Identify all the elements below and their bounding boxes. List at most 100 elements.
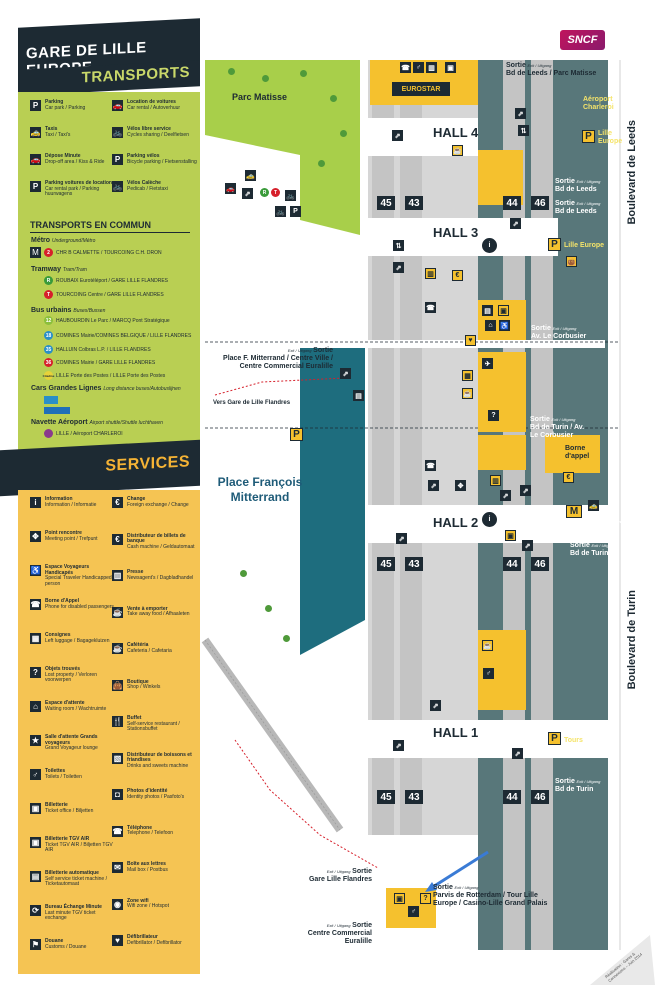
lift-icon: ⇅ [518,125,529,136]
platform-44: 44 [503,196,521,210]
escalator-icon: ⇗ [393,740,404,751]
luggage-icon: ▦ [462,370,473,381]
sncf-logo: SNCF [560,30,605,50]
blvd-turin-label: Boulevard de Turin [626,590,638,690]
parking-icon: P [548,732,561,745]
phone-icon: ☎ [425,302,436,313]
place-label: Place François Mitterrand [217,475,303,504]
legend-panel: GARE DE LILLE EUROPE TRANSPORTS PParking… [0,0,200,999]
coffee-icon: ☕ [482,640,493,651]
toilets-icon: ♂ [483,668,494,679]
phone-icon: ☎ [425,460,436,471]
platform-46: 46 [531,790,549,804]
service-icon: ⟳ [30,905,41,916]
ticket-machine-icon: ▤ [482,305,493,316]
service-icon: ? [30,667,41,678]
service-icon: € [112,497,123,508]
tree-icon [283,635,290,642]
platform-45: 45 [377,790,395,804]
newsstand-icon: ▥ [490,475,501,486]
shuttle-label: Navette Aéroport Airport shuttle/Shuttle… [31,419,163,426]
stairs-icon: ▤ [353,390,364,401]
borne-appel-label: Borne d'appel [565,445,590,460]
service-icon: ⚑ [30,939,41,950]
metro-icon: M [566,505,582,518]
car-icon: 🚗 [225,183,236,194]
service-icon: ▣ [30,837,41,848]
service-icon: 🍴 [112,716,123,727]
hall-2-label: HALL 2 [433,515,479,530]
lost-property-icon: ? [488,410,499,421]
tree-icon [340,130,347,137]
ticket-icon: ▣ [505,530,516,541]
shop-icon: 👜 [566,256,577,267]
service-icon: ☕ [112,606,123,618]
tree-icon [228,68,235,75]
platform-46: 46 [531,557,549,571]
platform-44: 44 [503,790,521,804]
platform-43: 43 [405,557,423,571]
coach-logos [44,407,70,414]
service-icon: ▣ [30,803,41,814]
cafe-icon: ☕ [462,388,473,399]
service-icon: ✉ [112,862,123,873]
ticket-icon: ▣ [394,893,405,904]
escalator-icon: ⇗ [512,748,523,759]
tree-icon [330,95,337,102]
service-icon: € [112,533,123,545]
blvd-leeds-label: Boulevard de Leeds [626,120,638,225]
service-icon: ◘ [112,789,123,800]
parking-icon: P [30,181,41,192]
coach-brand-logo [44,407,70,414]
eurostar-logo: EUROSTAR [392,82,450,96]
road [300,345,365,655]
ticket-icon: ▣ [445,62,456,73]
toilets-icon: ♂ [408,906,419,917]
toilets-icon: ♂ [413,62,424,73]
track [372,60,394,835]
tram-r-icon: R [260,188,269,197]
escalator-icon: ⇗ [430,700,441,711]
car-rental-icon: 🚗 [112,100,123,111]
tours-label: Tours [564,737,583,744]
coach-label: Cars Grandes Lignes Long distance buses/… [31,385,181,392]
platform-45: 45 [377,557,395,571]
transit-heading: TRANSPORTS EN COMMUN [30,220,151,230]
shuttle-icon [44,429,53,438]
escalator-icon: ⇗ [522,540,533,551]
taxi-icon: 🚕 [30,127,41,138]
coffee-icon: ☕ [452,145,463,156]
shop-block [478,435,526,470]
tree-icon [262,75,269,82]
shop-icon: ▥ [426,62,437,73]
